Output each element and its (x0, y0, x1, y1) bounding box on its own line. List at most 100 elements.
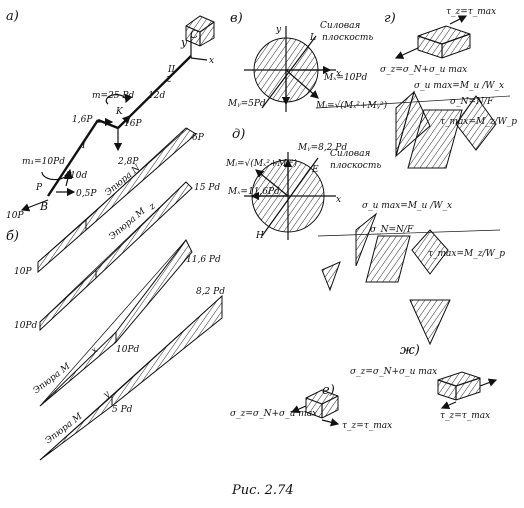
force-0-5p-label: 0,5P (76, 189, 97, 199)
mx-val-mid: 10Pd (116, 345, 140, 355)
section-d-mx: Mₓ=11,6Pd (227, 187, 280, 197)
stress-distribution-d: σ_и max=M_и /W_x σ_N=N/F τ_max=M_z/W_p (317, 201, 505, 346)
force-2-8p-label: 2,8P (117, 157, 139, 167)
sigma-n-v: σ_N=N/F (450, 97, 494, 107)
sigma-max-v: σ_и max=M_и /W_x (414, 81, 504, 91)
mi-vector-v (285, 69, 319, 99)
force-10p-arrow (20, 199, 49, 212)
section-v-x: x (336, 69, 341, 79)
tau-top-formula: τ_z=τ_max (446, 7, 496, 17)
len-10d-label: 10d (70, 171, 87, 181)
section-d-x: x (336, 195, 341, 205)
my-val-mid: 5 Pd (112, 405, 133, 415)
e-tau-formula: τ_z=τ_max (342, 421, 392, 431)
sigma-n-band-d (365, 235, 411, 283)
sigma-top-formula: σ_z=σ_N+σ_и max (380, 65, 467, 75)
support-block-c (185, 15, 215, 47)
force-p-arrow (64, 168, 73, 187)
section-v-mx: Mₓ=10Pd (323, 73, 367, 83)
tau-d-formula: τ_max=M_z/W_p (428, 249, 505, 259)
beam-scheme: а) C y x z 12d II m=25 Pd K 1,6P 16P 2,8… (6, 9, 215, 221)
panel-label-zh: ж) (400, 343, 420, 358)
section-d-H: H (255, 231, 264, 241)
panel-label-g: г) (384, 11, 396, 26)
sigma-arrow-zh (479, 378, 498, 387)
panel-label-b: б) (6, 229, 19, 244)
axis-x-line (190, 57, 208, 61)
tau-arrow-g (449, 15, 468, 25)
section-i-label: I (81, 141, 86, 151)
section-v-L: L (309, 33, 316, 43)
mi-vector-d (255, 169, 289, 197)
mx-val-top: 11,6 Pd (186, 255, 221, 265)
figure-caption: Рис. 2.74 (231, 483, 294, 498)
section-ii-label: II (167, 65, 176, 75)
section-v-ploskost: плоскость (322, 33, 373, 43)
mz-val-bot: 10Pd (14, 321, 38, 331)
my-val-top: 8,2 Pd (196, 287, 225, 297)
cross-section-d: д) x E H Силовая плоскость Mᵢ=√(Mₓ²+Mᵧ²)… (225, 127, 381, 241)
force-10p-label: 10P (6, 211, 24, 221)
point-c-label: C (190, 28, 199, 41)
moment-left-label: m₁=10Pd (22, 157, 65, 167)
zh-tau-formula: τ_z=τ_max (440, 411, 490, 421)
internal-force-diagrams: б) 6P 10P Эпюра N 15 Pd 10Pd Эпюра M z 1… (6, 127, 225, 461)
diagram-my: 8,2 Pd 5 Pd Эпюра M y (39, 287, 225, 461)
axis-x-label: x (209, 56, 214, 66)
sigma-arrow-g (394, 47, 419, 59)
section-d-silovaya: Силовая (330, 149, 370, 159)
tau-v-formula: τ_max=M_z/W_p (440, 117, 517, 127)
moment-top-arc (105, 93, 133, 105)
beam-segment-lower (46, 119, 100, 197)
stress-element-e: е) σ_z=σ_N+σ_и max τ_z=τ_max (230, 383, 392, 431)
beam-arm (97, 118, 119, 130)
tau-arrow-zh (440, 401, 457, 410)
mz-val-top: 15 Pd (194, 183, 220, 193)
moment-top-label: m=25 Pd (92, 91, 134, 101)
len-12d-label: 12d (148, 91, 165, 101)
sigma-n-d: σ_N=N/F (370, 225, 414, 235)
section-v-my: Mᵧ=5Pd (227, 99, 266, 109)
section-d-E: E (311, 165, 319, 175)
section-d-my: Mᵧ=8,2 Pd (297, 143, 347, 153)
panel-label-v: в) (230, 11, 243, 26)
sigma-arrow-e (290, 405, 307, 414)
section-v-silovaya: Силовая (320, 21, 360, 31)
point-k-label: K (115, 107, 124, 117)
axis-z-label: z (165, 72, 172, 85)
stress-element-zh: ж) σ_z=σ_N+σ_и max τ_z=τ_max (350, 343, 498, 421)
element-g-block (417, 25, 471, 59)
element-zh-block (437, 371, 481, 401)
point-b-label: B (39, 200, 48, 213)
tau-arrow-e (321, 418, 340, 427)
stress-distribution-v: σ_и max=M_и /W_x σ_N=N/F τ_max=M_z/W_p (315, 81, 517, 169)
force-plane-line-d (261, 157, 319, 237)
e-sigma-formula: σ_z=σ_N+σ_и max (230, 409, 317, 419)
section-v-y: y (275, 25, 282, 35)
sigma-n-band-v (407, 109, 463, 169)
force-16p-label: 16P (124, 119, 142, 129)
force-1-6p-label: 1,6P (72, 115, 93, 125)
stress-element-g: г) τ_z=τ_max σ_z=σ_N+σ_и max (380, 7, 496, 75)
n-val-bot: 10P (14, 267, 32, 277)
panel-label-a: а) (6, 9, 19, 24)
diagram-mx: 11,6 Pd 10Pd Эпюра M x (32, 239, 221, 407)
mx-diagram-sub: x (90, 345, 100, 356)
section-d-ploskost: плоскость (330, 161, 381, 171)
force-16p-arrow (121, 115, 131, 125)
cross-section-v: в) y x L Силовая плоскость Mₓ=10Pd Mᵧ=5P… (227, 11, 388, 112)
mz-diagram-sub: z (147, 201, 158, 213)
mx-diagram-label: Эпюра M (32, 361, 73, 396)
section-d-mi: Mᵢ=√(Mₓ²+Mᵧ²) (225, 158, 298, 169)
tau-diamond-d-upper (411, 229, 449, 275)
n-val-top: 6P (192, 133, 205, 143)
axis-y-label: y (180, 36, 188, 49)
sigma-max-d: σ_и max=M_и /W_x (362, 201, 452, 211)
my-diagram-sub: y (101, 389, 113, 401)
tau-triangle-d-lower (409, 299, 451, 346)
tau-diamond-v (455, 95, 497, 151)
zh-sigma-formula: σ_z=σ_N+σ_и max (350, 367, 437, 377)
panel-label-d: д) (232, 127, 245, 142)
force-p-label: P (35, 183, 43, 193)
